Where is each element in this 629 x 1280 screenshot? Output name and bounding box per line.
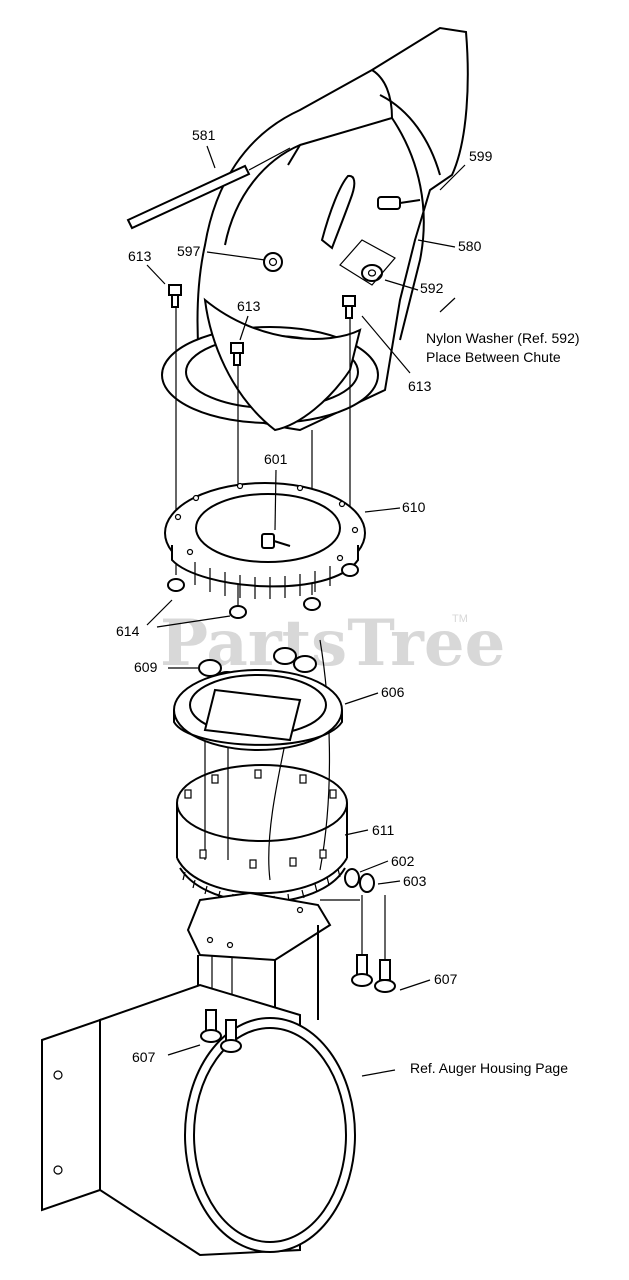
part-labels: 581 599 580 597 613 613 592 613 601 610 … (116, 127, 493, 1065)
nuts-614 (167, 563, 359, 619)
bolt-599 (377, 196, 421, 210)
bolt-613-center (230, 342, 244, 366)
label-607-left: 607 (132, 1049, 156, 1065)
label-613-right: 613 (408, 378, 432, 394)
note-nylon-washer-line1: Nylon Washer (Ref. 592) (426, 330, 580, 346)
ring-610 (164, 482, 366, 599)
label-607-right: 607 (434, 971, 458, 987)
label-609: 609 (134, 659, 158, 675)
note-nylon-washer-line2: Place Between Chute (426, 349, 561, 365)
label-592: 592 (420, 280, 444, 296)
label-610: 610 (402, 499, 426, 515)
nut-597 (263, 252, 283, 272)
note-auger-housing-ref: Ref. Auger Housing Page (410, 1060, 568, 1076)
nut-603 (359, 873, 375, 893)
label-613-center: 613 (237, 298, 261, 314)
label-606: 606 (381, 684, 405, 700)
label-580: 580 (458, 238, 482, 254)
chute-base-plate (186, 891, 332, 1020)
leader-lines (146, 145, 466, 1077)
label-602: 602 (391, 853, 415, 869)
label-597: 597 (177, 243, 201, 259)
label-614: 614 (116, 623, 140, 639)
bolt-613-left (168, 284, 182, 308)
bolt-613-right (342, 295, 356, 319)
notes: Nylon Washer (Ref. 592) Place Between Ch… (410, 330, 580, 1076)
washer-602 (344, 868, 360, 888)
label-611: 611 (372, 822, 395, 838)
bolt-601 (261, 533, 291, 549)
gear-ring-611 (176, 764, 348, 905)
pin-581 (126, 147, 291, 230)
washer-592 (339, 239, 396, 286)
label-603: 603 (403, 873, 427, 889)
label-599: 599 (469, 148, 493, 164)
label-581: 581 (192, 127, 216, 143)
chute-580 (161, 26, 469, 432)
label-613-left: 613 (128, 248, 152, 264)
bolts-607 (200, 954, 396, 1053)
auger-housing (41, 983, 356, 1257)
watermark-tm: TM (452, 613, 468, 625)
ring-606 (173, 669, 343, 751)
label-601: 601 (264, 451, 288, 467)
